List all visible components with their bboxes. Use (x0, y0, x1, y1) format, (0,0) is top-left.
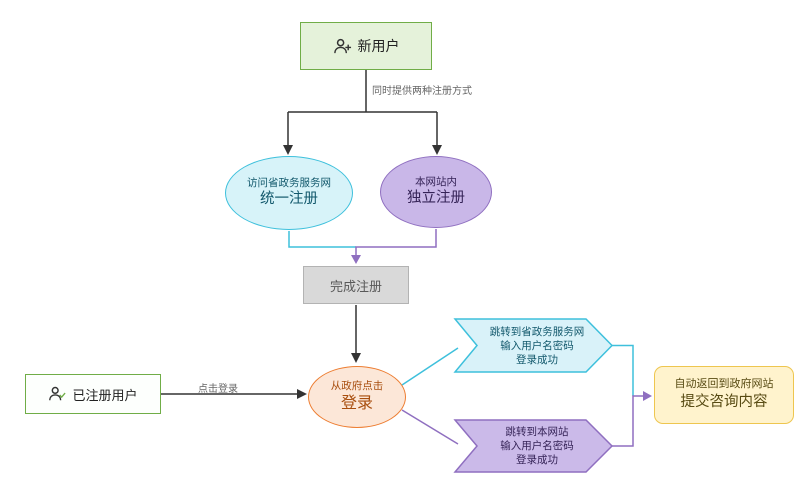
gov-login-line1: 跳转到省政务服务网 (489, 326, 585, 338)
connector-unified-to-complete (288, 231, 356, 248)
connector-newuser-branch (287, 70, 438, 146)
complete-registration-node: 完成注册 (303, 266, 409, 304)
arrowhead-to-independent (432, 145, 442, 155)
user-add-icon (333, 38, 351, 53)
independent-line1: 本网站内 (415, 176, 457, 189)
site-login-line2: 输入用户名密码 (500, 440, 574, 452)
arrowhead-to-complete (351, 255, 361, 264)
unified-line1: 访问省政务服务网 (247, 177, 331, 190)
login-line2: 登录 (340, 395, 373, 413)
site-login-text: 跳转到本网站 输入用户名密码 登录成功 (472, 424, 602, 468)
branch-note: 同时提供两种注册方式 (372, 86, 472, 97)
arrowhead-registered-to-login (297, 389, 307, 399)
new-user-label: 新用户 (357, 38, 400, 54)
connector-site-to-finish (612, 395, 643, 447)
finish-line2: 提交咨询内容 (680, 394, 768, 411)
site-login-line1: 跳转到本网站 (505, 426, 569, 438)
independent-registration-node: 本网站内 独立注册 (380, 156, 492, 228)
arrowhead-to-login (351, 353, 361, 363)
finish-node: 自动返回到政府网站 提交咨询内容 (654, 366, 794, 424)
connector-login-to-gov (401, 347, 459, 386)
gov-login-text: 跳转到省政务服务网 输入用户名密码 登录成功 (472, 324, 602, 368)
connector-login-to-site (401, 409, 459, 445)
site-login-line3: 登录成功 (516, 454, 558, 466)
registered-user-node: 已注册用户 (25, 374, 161, 414)
gov-login-line3: 登录成功 (516, 354, 558, 366)
gov-login-line2: 输入用户名密码 (500, 340, 574, 352)
login-node: 从政府点击 登录 (308, 366, 406, 428)
unified-registration-node: 访问省政务服务网 统一注册 (225, 156, 353, 230)
connector-independent-to-complete (355, 229, 437, 256)
user-check-icon (49, 386, 67, 401)
arrowhead-to-unified (283, 145, 293, 155)
arrowhead-to-finish (643, 391, 652, 401)
connector-gov-to-finish (612, 344, 634, 396)
login-line1: 从政府点击 (330, 380, 384, 393)
finish-line1: 自动返回到政府网站 (674, 377, 774, 390)
unified-line2: 统一注册 (260, 191, 318, 208)
new-user-node: 新用户 (300, 22, 432, 70)
gov-login-chevron (453, 318, 614, 373)
independent-line2: 独立注册 (407, 190, 465, 207)
site-login-chevron (453, 419, 614, 473)
click-login-note: 点击登录 (198, 384, 238, 395)
registered-user-label: 已注册用户 (72, 387, 138, 403)
